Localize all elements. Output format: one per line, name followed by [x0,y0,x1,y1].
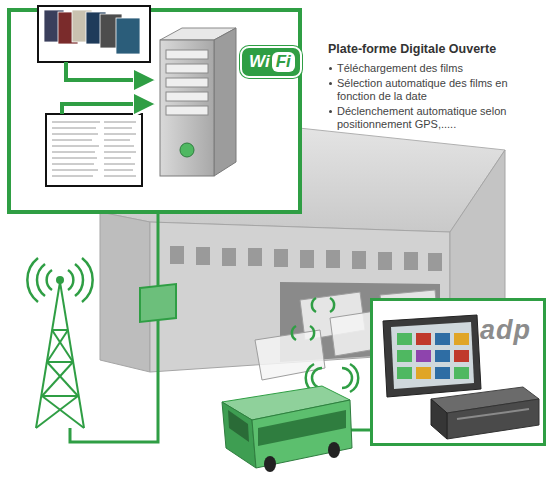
bullet-row: Téléchargement des films [328,62,528,75]
bullet-text: Déclenchement automatique selon position… [337,105,506,130]
bullet-list: Téléchargement des filmsSélection automa… [328,62,528,133]
brand-logo: adp [480,315,531,346]
bullet-dot [329,82,332,85]
bullet-text: Téléchargement des films [337,62,463,74]
radio-tower [27,258,92,428]
bullet-dot [329,110,332,113]
logo-text: Fi [272,52,295,72]
bullet-text: Sélection automatique des films en fonct… [337,77,508,102]
server-panel [9,6,300,212]
bus [222,386,352,472]
heading: Plate-forme Digitale Ouverte [328,42,496,56]
bullet-row: Sélection automatique des films en fonct… [328,77,528,103]
bullet-dot [329,67,332,70]
bullet-row: Déclenchement automatique selon position… [328,105,528,131]
wifi-logo: WiFi [240,46,302,78]
wireless-waves [292,298,358,392]
device-panel: adp [370,298,546,446]
logo-text: Wi [249,52,270,72]
